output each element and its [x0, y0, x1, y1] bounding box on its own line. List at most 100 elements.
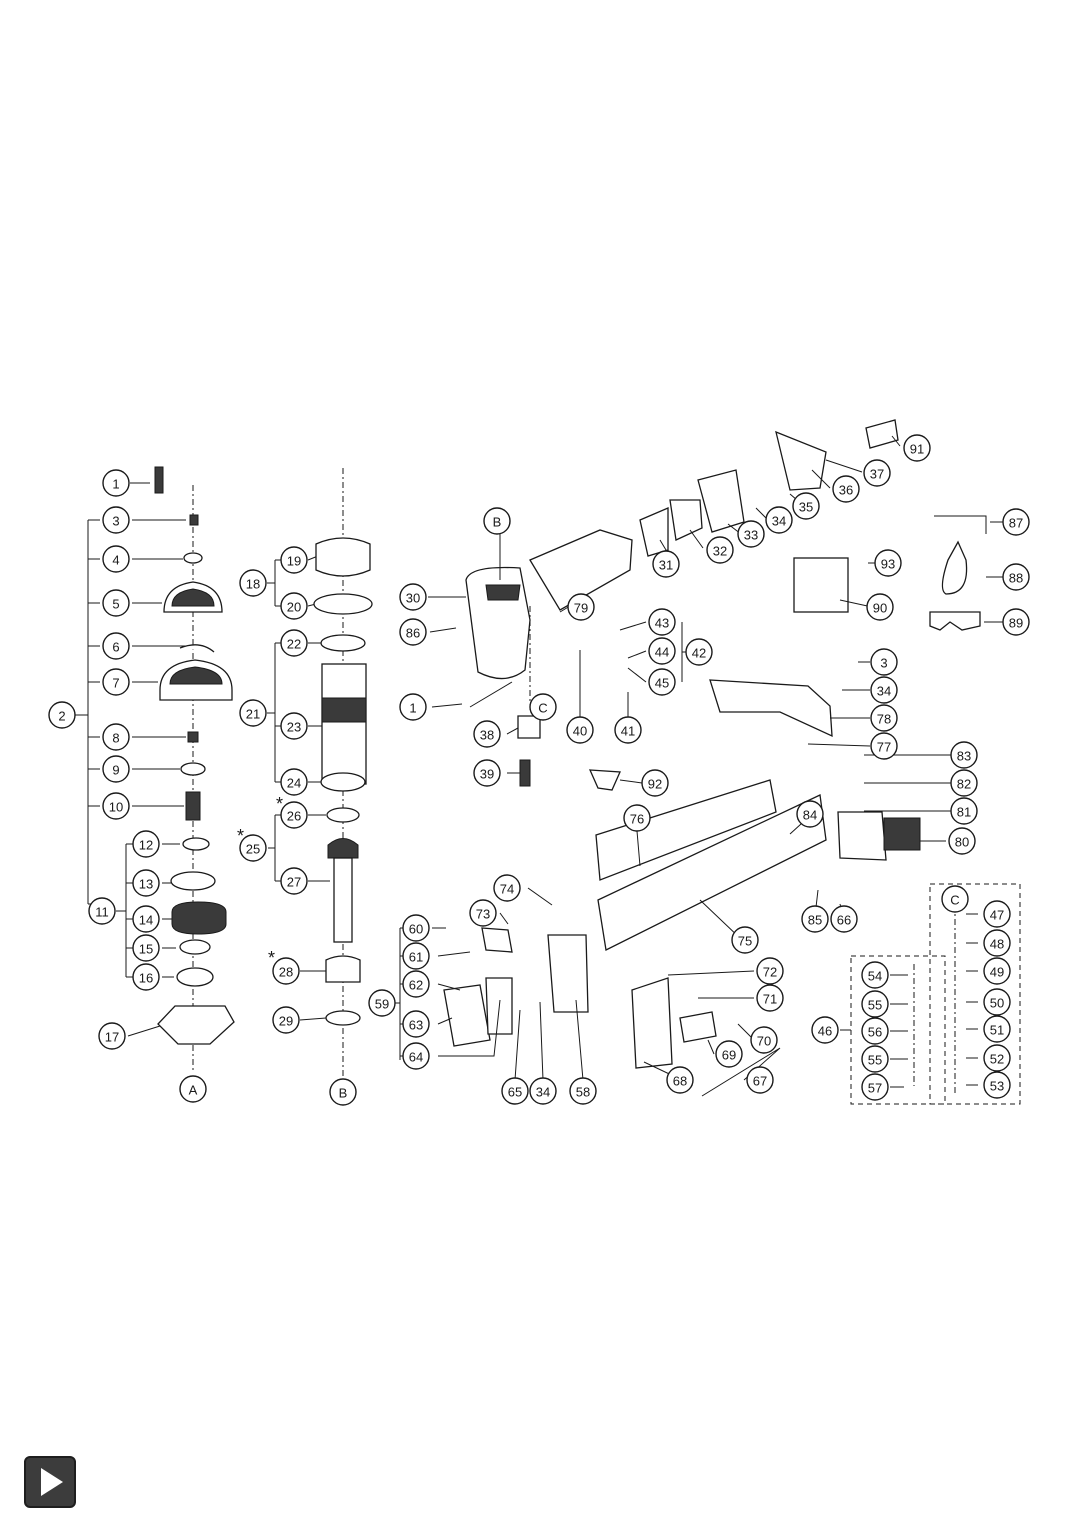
callout-number: 43	[655, 616, 669, 631]
callout-number: 12	[139, 838, 153, 853]
asterisk-26: *	[276, 794, 283, 814]
callout-11: 11	[88, 897, 116, 925]
callout-number: 61	[409, 950, 423, 965]
callout-number: 65	[508, 1085, 522, 1100]
callout-number: 22	[287, 637, 301, 652]
callout-circle	[280, 867, 308, 895]
play-button[interactable]	[24, 1456, 76, 1508]
callout-circle	[983, 988, 1011, 1016]
callout-12: 12	[132, 830, 160, 858]
callout-A: A	[179, 1075, 207, 1103]
callout-number: 24	[287, 776, 301, 791]
callout-layer: 1234567891011121314151617A18192021222324…	[48, 434, 1030, 1106]
callout-number: 83	[957, 749, 971, 764]
callout-number: 11	[95, 905, 109, 920]
callout-27: 27	[280, 867, 308, 895]
callout-number: 31	[659, 558, 673, 573]
callout-C: C	[529, 693, 557, 721]
callout-number: 20	[287, 600, 301, 615]
callout-61: 61	[402, 942, 430, 970]
callout-57: 57	[861, 1073, 889, 1101]
callout-circle	[98, 1022, 126, 1050]
callout-C: C	[941, 885, 969, 913]
callout-number: 4	[112, 553, 119, 568]
callout-number: 53	[990, 1079, 1004, 1094]
callout-89: 89	[1002, 608, 1030, 636]
callout-circle	[469, 899, 497, 927]
callout-B: B	[329, 1078, 357, 1106]
callout-3: 3	[102, 506, 130, 534]
callout-circle	[132, 830, 160, 858]
callout-31: 31	[652, 550, 680, 578]
callout-number: 34	[536, 1085, 550, 1100]
callout-circle	[614, 716, 642, 744]
callout-number: 86	[406, 626, 420, 641]
callout-number: 60	[409, 922, 423, 937]
callout-1: 1	[399, 693, 427, 721]
callout-25: 25	[239, 834, 267, 862]
callout-30: 30	[399, 583, 427, 611]
callout-82: 82	[950, 769, 978, 797]
callout-circle	[870, 648, 898, 676]
callout-6: 6	[102, 632, 130, 660]
callout-17: 17	[98, 1022, 126, 1050]
callout-circle	[132, 963, 160, 991]
callout-number: 69	[722, 1048, 736, 1063]
callout-number: 26	[287, 809, 301, 824]
callout-number: C	[538, 701, 547, 716]
callout-number: 5	[112, 597, 119, 612]
callout-72: 72	[756, 957, 784, 985]
callout-number: 42	[692, 646, 706, 661]
callout-59: 59	[368, 989, 396, 1017]
callout-circle	[102, 792, 130, 820]
callout-circle	[623, 804, 651, 832]
callout-77: 77	[870, 732, 898, 760]
callout-circle	[88, 897, 116, 925]
callout-circle	[569, 1077, 597, 1105]
callout-circle	[567, 593, 595, 621]
callout-22: 22	[280, 629, 308, 657]
callout-number: 85	[808, 913, 822, 928]
callout-circle	[685, 638, 713, 666]
callout-1: 1	[102, 469, 130, 497]
callout-37: 37	[863, 459, 891, 487]
callout-number: 16	[139, 971, 153, 986]
callout-number: 38	[480, 728, 494, 743]
callout-circle	[239, 699, 267, 727]
callout-13: 13	[132, 869, 160, 897]
callout-number: 89	[1009, 616, 1023, 631]
callout-circle	[746, 1066, 774, 1094]
callout-circle	[102, 632, 130, 660]
callout-84: 84	[796, 800, 824, 828]
callout-B: B	[483, 507, 511, 535]
callout-46: 46	[811, 1016, 839, 1044]
callout-number: 59	[375, 997, 389, 1012]
callout-circle	[280, 712, 308, 740]
callout-34: 34	[765, 506, 793, 534]
callout-circle	[801, 905, 829, 933]
callout-67: 67	[746, 1066, 774, 1094]
callout-number: 9	[112, 763, 119, 778]
callout-circle	[402, 970, 430, 998]
callout-91: 91	[903, 434, 931, 462]
callout-49: 49	[983, 957, 1011, 985]
callout-35: 35	[792, 492, 820, 520]
callout-number: 19	[287, 554, 301, 569]
callout-number: 27	[287, 875, 301, 890]
callout-number: 23	[287, 720, 301, 735]
callout-circle	[861, 1073, 889, 1101]
callout-circle	[239, 569, 267, 597]
callout-number: 68	[673, 1074, 687, 1089]
callout-60: 60	[402, 914, 430, 942]
callout-circle	[402, 1042, 430, 1070]
callout-39: 39	[473, 759, 501, 787]
callout-79: 79	[567, 593, 595, 621]
callout-number: 7	[112, 676, 119, 691]
callout-number: 52	[990, 1052, 1004, 1067]
callout-circle	[641, 769, 669, 797]
callout-number: 56	[868, 1025, 882, 1040]
callout-number: 54	[868, 969, 882, 984]
callout-85: 85	[801, 905, 829, 933]
callout-45: 45	[648, 668, 676, 696]
callout-number: 17	[105, 1030, 119, 1045]
